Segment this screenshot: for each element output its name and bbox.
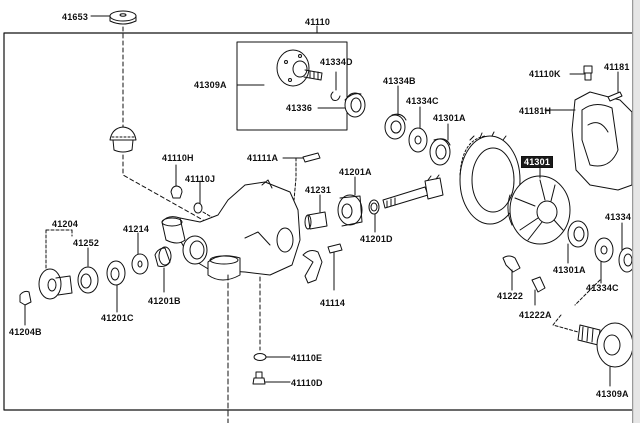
label-41309A-top[interactable]: 41309A <box>194 80 227 90</box>
part-41222-lock <box>502 255 521 273</box>
part-41309A-flange-bottom <box>577 322 634 368</box>
label-41181[interactable]: 41181 <box>604 62 630 72</box>
part-ring-gear <box>459 131 521 225</box>
part-41334C-shim-top <box>408 127 428 153</box>
part-41181-bolt <box>607 91 623 102</box>
part-41110J-washer <box>193 202 203 214</box>
label-41653[interactable]: 41653 <box>62 12 89 22</box>
part-41653-cap <box>109 10 137 25</box>
part-41334B-bearing <box>384 113 407 140</box>
part-41222A-bolt <box>531 276 546 293</box>
part-41201C-seal <box>106 260 126 286</box>
part-41201A-bearing <box>337 194 363 227</box>
label-41110K[interactable]: 41110K <box>529 69 561 79</box>
part-41201D-washer <box>368 199 380 215</box>
part-41301A-bearing-bottom <box>567 220 589 248</box>
label-41201C[interactable]: 41201C <box>101 313 134 323</box>
label-41201D[interactable]: 41201D <box>360 234 393 244</box>
label-41201A[interactable]: 41201A <box>339 167 372 177</box>
inset-box <box>236 41 348 131</box>
part-41336-seal <box>344 92 366 118</box>
label-41334C-bottom[interactable]: 41334C <box>586 283 619 293</box>
label-41204[interactable]: 41204 <box>52 219 79 229</box>
part-41252-deflector <box>77 266 99 294</box>
label-41110J[interactable]: 41110J <box>185 174 216 184</box>
part-41309A-flange-inset <box>276 49 323 87</box>
label-41334D[interactable]: 41334D <box>320 57 353 67</box>
part-41110K-plug <box>583 65 593 81</box>
label-41222[interactable]: 41222 <box>497 291 524 301</box>
part-41110D-plug <box>252 371 266 385</box>
label-41110[interactable]: 41110 <box>305 17 331 27</box>
part-41114-bolts <box>302 243 343 284</box>
label-41214[interactable]: 41214 <box>123 224 150 234</box>
label-41334B[interactable]: 41334B <box>383 76 416 86</box>
label-41110E[interactable]: 41110E <box>291 353 323 363</box>
label-41201B[interactable]: 41201B <box>148 296 181 306</box>
part-41214-washer <box>131 253 149 275</box>
label-41111A[interactable]: 41111A <box>247 153 279 163</box>
part-carrier-housing <box>161 179 301 281</box>
label-41114[interactable]: 41114 <box>320 298 346 308</box>
part-41201B-bearing <box>154 246 172 267</box>
label-41110D[interactable]: 41110D <box>291 378 323 388</box>
label-41301-selected[interactable]: 41301 <box>520 156 554 168</box>
part-41204-flange <box>38 268 73 300</box>
label-41334C-top[interactable]: 41334C <box>406 96 439 106</box>
label-41334-right[interactable]: 41334 <box>605 212 632 222</box>
part-41110H-plug <box>170 185 183 199</box>
label-41252[interactable]: 41252 <box>73 238 100 248</box>
label-41301A-top[interactable]: 41301A <box>433 113 466 123</box>
label-41222A[interactable]: 41222A <box>519 310 552 320</box>
label-41181H[interactable]: 41181H <box>519 106 552 116</box>
label-41336[interactable]: 41336 <box>286 103 313 113</box>
part-41110E-washer <box>253 353 267 361</box>
part-41181H-rear-cover <box>571 91 633 191</box>
label-41309A-bottom[interactable]: 41309A <box>596 389 629 399</box>
part-breather <box>109 126 137 153</box>
part-41334D-ring <box>330 91 341 101</box>
scrollbar-thumb[interactable] <box>634 0 640 423</box>
label-41204B[interactable]: 41204B <box>9 327 42 337</box>
label-41301A-bottom[interactable]: 41301A <box>553 265 586 275</box>
part-41111A-stud <box>302 152 321 163</box>
part-41231-spacer <box>304 211 328 230</box>
part-41301A-bearing-top <box>429 138 451 166</box>
part-41334C-shim-bottom <box>594 237 614 263</box>
label-41231[interactable]: 41231 <box>305 185 332 195</box>
part-41301-diff-case <box>507 175 571 245</box>
part-drive-pinion <box>382 174 444 209</box>
vertical-scrollbar[interactable] <box>632 0 640 423</box>
part-41204B-nut <box>19 290 32 306</box>
label-41110H[interactable]: 41110H <box>162 153 194 163</box>
frame-border <box>3 32 633 411</box>
